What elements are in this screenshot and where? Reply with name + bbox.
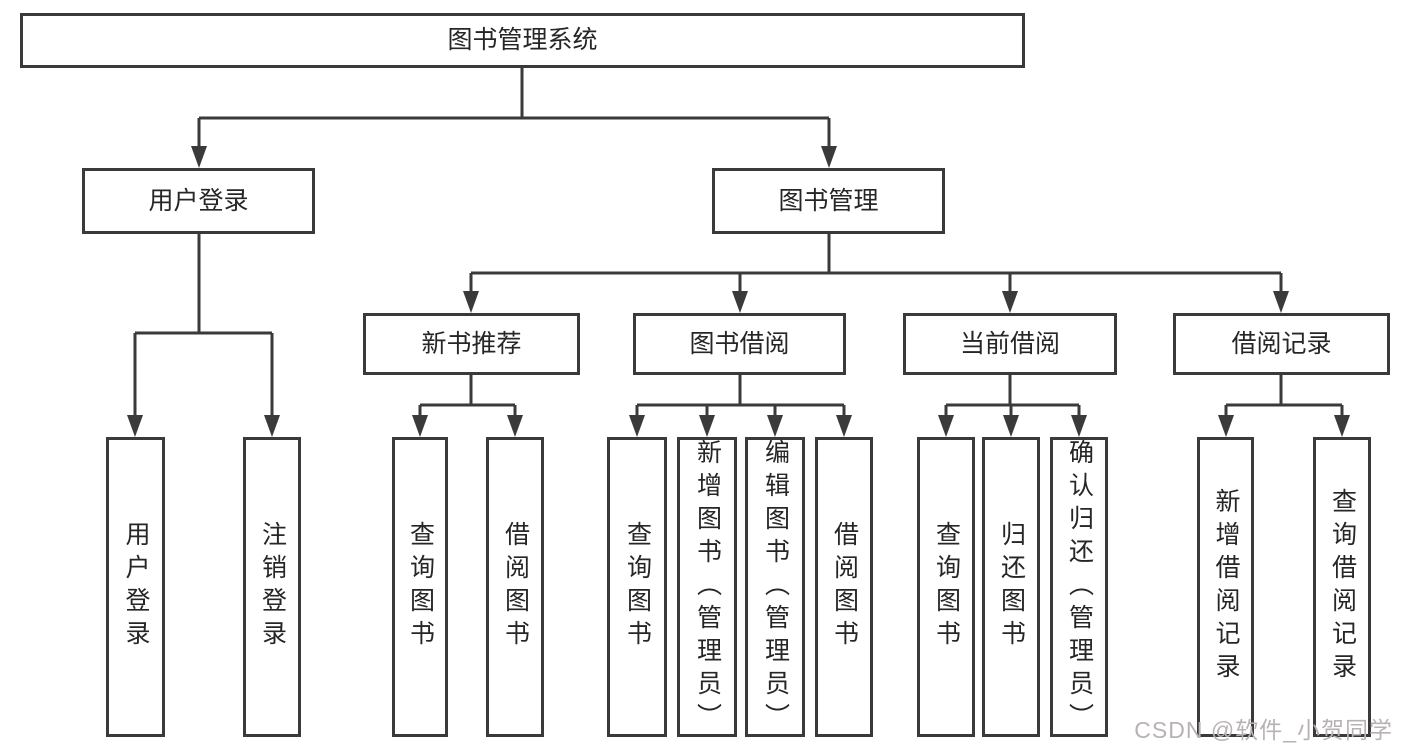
connector-book-management xyxy=(469,234,1283,297)
node-new-book-recommend: 新书推荐 xyxy=(363,313,580,375)
node-confirm-return-admin: 确认归还（管理员） xyxy=(1050,437,1108,737)
node-book-borrow-label: 图书借阅 xyxy=(689,329,790,358)
arrowhead xyxy=(1003,415,1019,437)
connector-current-borrow-group xyxy=(944,375,1081,421)
arrowhead xyxy=(1071,415,1087,437)
node-borrow-books-borrow: 借阅图书 xyxy=(815,437,873,737)
arrowhead xyxy=(507,415,523,437)
node-query-books-current-label: 查询图书 xyxy=(932,521,961,653)
node-query-books-current: 查询图书 xyxy=(917,437,975,737)
node-user-login-label: 用户登录 xyxy=(148,186,249,215)
node-edit-book-admin-label: 编辑图书（管理员） xyxy=(761,438,790,736)
arrowhead xyxy=(191,146,207,168)
arrowhead xyxy=(1218,415,1234,437)
node-logout-leaf: 注销登录 xyxy=(243,437,301,737)
node-root: 图书管理系统 xyxy=(20,13,1025,68)
node-root-label: 图书管理系统 xyxy=(447,26,598,54)
arrowhead xyxy=(463,291,479,313)
node-query-borrow-record-label: 查询借阅记录 xyxy=(1328,488,1357,686)
arrowhead xyxy=(412,415,428,437)
node-confirm-return-admin-label: 确认归还（管理员） xyxy=(1065,438,1094,736)
node-add-borrow-record: 新增借阅记录 xyxy=(1197,437,1254,737)
connector-borrow-records-group xyxy=(1224,375,1344,421)
node-borrow-books-recommend-label: 借阅图书 xyxy=(501,521,530,653)
node-add-book-admin-label: 新增图书（管理员） xyxy=(693,438,722,736)
node-query-books-borrow: 查询图书 xyxy=(607,437,667,737)
watermark-text: CSDN @软件_小贺同学 xyxy=(1134,717,1393,743)
arrowhead xyxy=(1334,415,1350,437)
node-book-management: 图书管理 xyxy=(712,168,945,234)
node-logout-leaf-label: 注销登录 xyxy=(258,521,287,653)
node-user-login: 用户登录 xyxy=(82,168,315,234)
node-query-borrow-record: 查询借阅记录 xyxy=(1313,437,1371,737)
connector-root xyxy=(197,68,831,152)
arrowhead xyxy=(767,415,783,437)
node-current-borrow: 当前借阅 xyxy=(903,313,1117,375)
arrowhead xyxy=(629,415,645,437)
node-query-books-borrow-label: 查询图书 xyxy=(623,521,652,653)
node-return-book: 归还图书 xyxy=(982,437,1040,737)
node-query-books-recommend: 查询图书 xyxy=(392,437,448,737)
arrowhead xyxy=(821,146,837,168)
arrowhead xyxy=(1002,291,1018,313)
node-borrow-books-recommend: 借阅图书 xyxy=(486,437,544,737)
node-book-management-label: 图书管理 xyxy=(778,186,879,215)
arrowhead xyxy=(699,415,715,437)
arrowhead xyxy=(732,291,748,313)
arrowhead xyxy=(1273,291,1289,313)
node-current-borrow-label: 当前借阅 xyxy=(959,329,1060,358)
node-borrow-records: 借阅记录 xyxy=(1173,313,1390,375)
node-add-book-admin: 新增图书（管理员） xyxy=(677,437,737,737)
node-borrow-records-label: 借阅记录 xyxy=(1231,329,1332,358)
node-add-borrow-record-label: 新增借阅记录 xyxy=(1212,488,1240,686)
arrowhead xyxy=(264,415,280,437)
node-query-books-recommend-label: 查询图书 xyxy=(406,521,435,653)
node-borrow-books-borrow-label: 借阅图书 xyxy=(830,521,859,653)
node-new-book-recommend-label: 新书推荐 xyxy=(421,329,522,358)
connector-new-book-group xyxy=(418,375,517,421)
node-user-login-leaf: 用户登录 xyxy=(106,437,165,737)
node-edit-book-admin: 编辑图书（管理员） xyxy=(745,437,805,737)
arrowhead xyxy=(836,415,852,437)
node-book-borrow: 图书借阅 xyxy=(633,313,846,375)
arrowhead xyxy=(938,415,954,437)
arrowhead xyxy=(127,415,143,437)
node-user-login-leaf-label: 用户登录 xyxy=(122,521,150,653)
node-return-book-label: 归还图书 xyxy=(997,521,1026,653)
connector-user-login-group xyxy=(133,234,274,421)
connector-book-borrow-group xyxy=(635,375,846,421)
